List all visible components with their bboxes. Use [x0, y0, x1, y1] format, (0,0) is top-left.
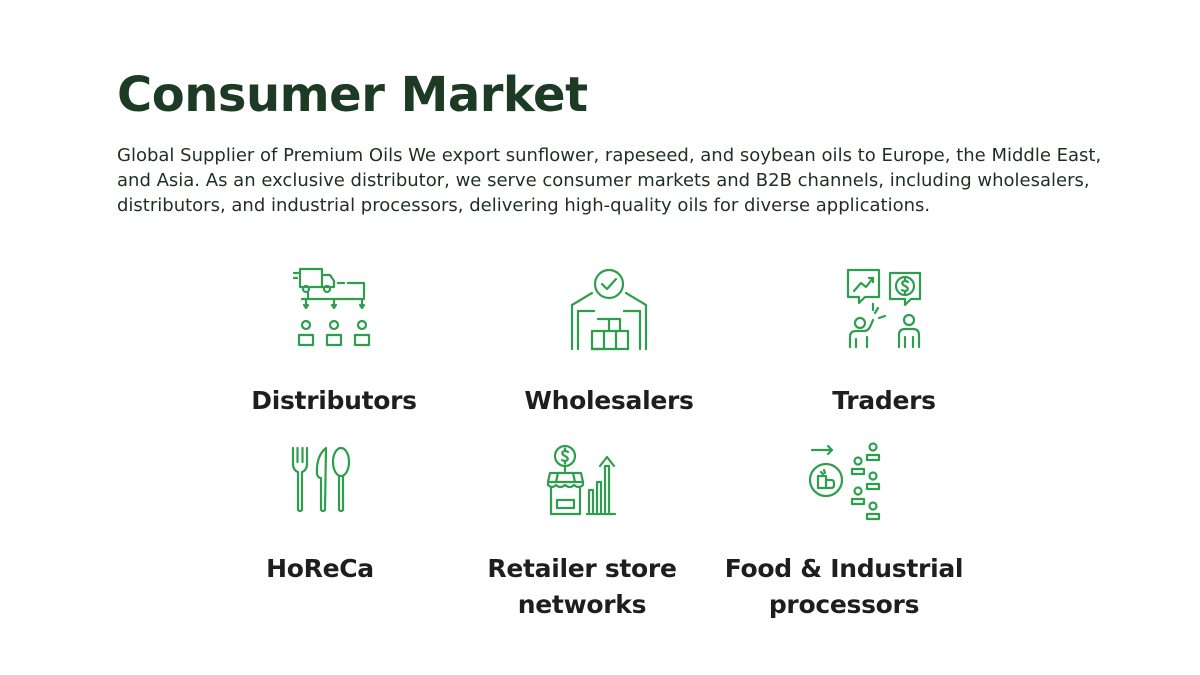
food-processor-icon	[808, 442, 881, 521]
intro-paragraph: Global Supplier of Premium Oils We expor…	[117, 145, 1102, 216]
segment-label-distributors: Distributors	[251, 386, 417, 415]
segment-label-food-industrial-processors: Food & Industrial processors	[724, 554, 964, 619]
page-title: Consumer Market	[117, 67, 588, 123]
segment-label-wholesalers: Wholesalers	[524, 386, 694, 415]
warehouse-icon	[570, 268, 648, 351]
retail-store-icon	[546, 444, 617, 516]
cutlery-icon	[291, 446, 351, 513]
distribution-network-icon	[292, 267, 371, 347]
segment-label-traders: Traders	[832, 386, 936, 415]
segment-label-retailer-store-networks: Retailer store networks	[487, 554, 677, 619]
traders-icon	[846, 268, 922, 349]
segment-label-horeca: HoReCa	[266, 554, 374, 583]
